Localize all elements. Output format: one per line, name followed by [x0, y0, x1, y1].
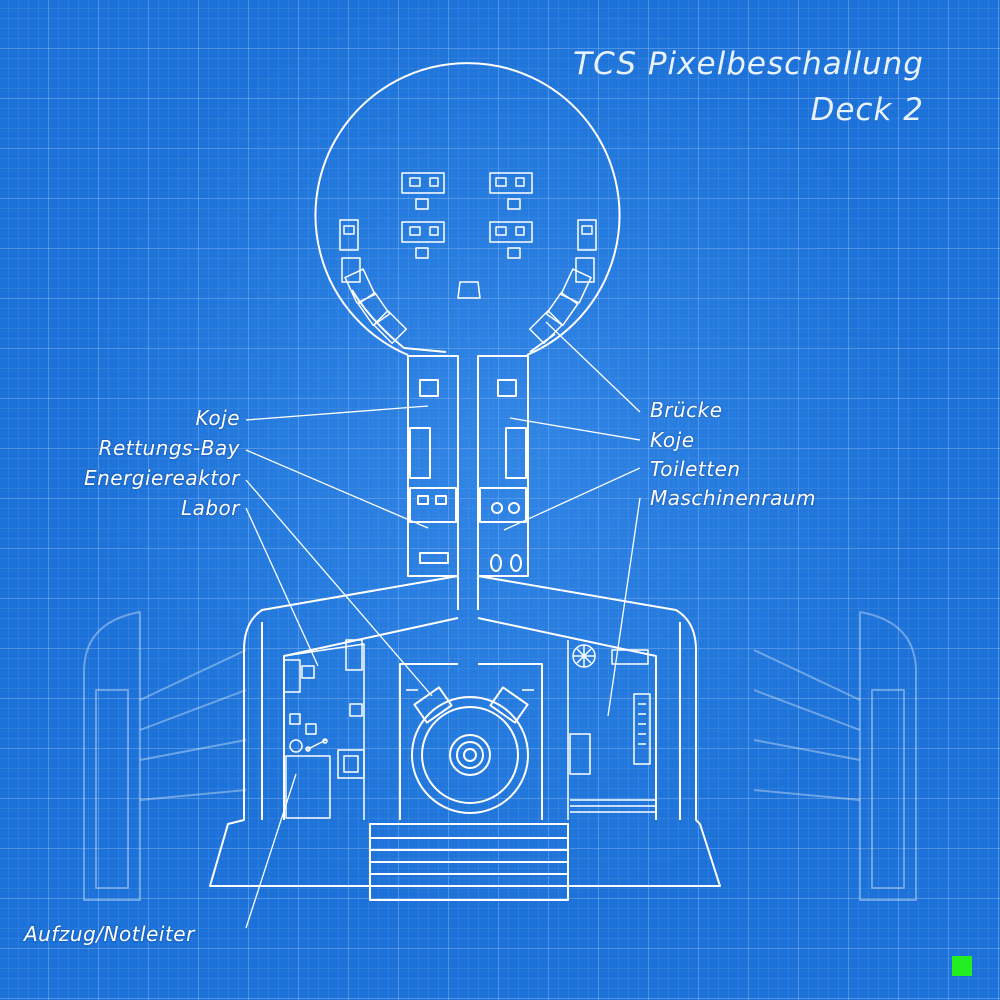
label-bruecke: Brücke	[650, 398, 723, 422]
label-labor: Labor	[180, 496, 240, 520]
label-koje-right: Koje	[650, 428, 695, 452]
label-aufzug-notleiter: Aufzug/Notleiter	[24, 922, 195, 946]
main-hull	[209, 575, 721, 901]
label-toiletten: Toiletten	[650, 457, 741, 481]
reactor-room	[399, 663, 543, 820]
right-nacelle	[753, 611, 917, 901]
status-indicator	[952, 956, 972, 976]
engine-room	[567, 640, 656, 820]
lab-room	[283, 639, 365, 820]
label-maschinenraum: Maschinenraum	[650, 486, 816, 510]
label-energiereaktor: Energiereaktor	[83, 466, 240, 490]
leader-lines	[245, 321, 641, 929]
bridge-consoles	[339, 172, 597, 345]
bridge-module	[314, 62, 621, 356]
label-rettungs-bay: Rettungs-Bay	[98, 436, 240, 460]
plan-title: TCS Pixelbeschallung	[573, 46, 924, 82]
plan-subtitle-deck: Deck 2	[810, 92, 924, 128]
neck-corridor	[407, 355, 529, 610]
left-nacelle	[83, 611, 247, 901]
label-koje-left: Koje	[195, 406, 240, 430]
